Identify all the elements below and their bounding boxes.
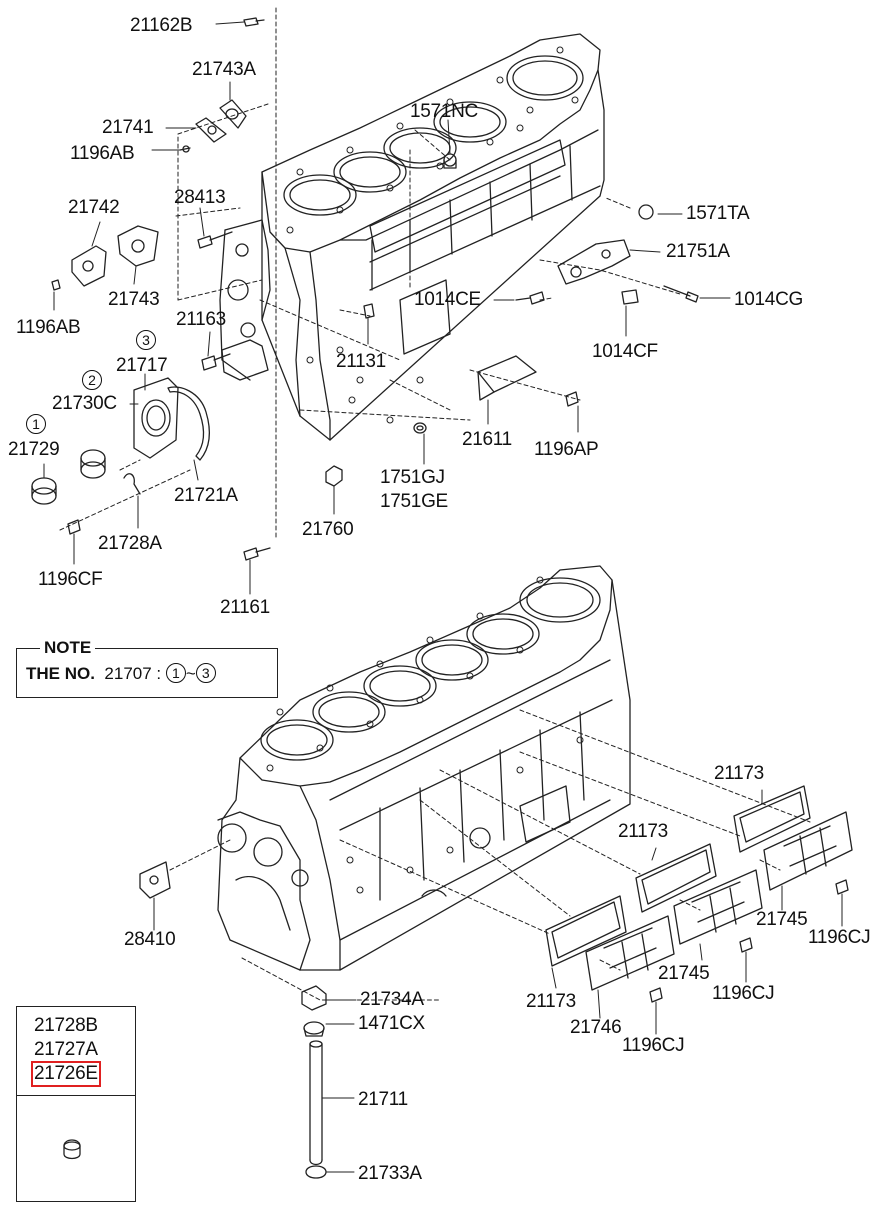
part-label-21173-bottom[interactable]: 21173 — [526, 991, 576, 1012]
part-label-21745-right[interactable]: 21745 — [756, 909, 808, 930]
part-label-21711[interactable]: 21711 — [358, 1089, 408, 1110]
part-label-21162b[interactable]: 21162B — [130, 15, 193, 36]
part-label-1196cj-bottom[interactable]: 1196CJ — [622, 1035, 685, 1056]
part-label-21173-mid[interactable]: 21173 — [618, 821, 668, 842]
note-box — [16, 648, 278, 698]
part-label-1196cf[interactable]: 1196CF — [38, 569, 103, 590]
part-label-21721a[interactable]: 21721A — [174, 485, 238, 506]
part-label-21742[interactable]: 21742 — [68, 197, 120, 218]
part-label-21746[interactable]: 21746 — [570, 1017, 622, 1038]
part-label-21743[interactable]: 21743 — [108, 289, 160, 310]
part-label-21745-mid[interactable]: 21745 — [658, 963, 710, 984]
callout-circle-2: 2 — [82, 370, 102, 390]
part-label-21743a[interactable]: 21743A — [192, 59, 256, 80]
part-label-1196cj-right[interactable]: 1196CJ — [808, 927, 871, 948]
part-label-1014cf[interactable]: 1014CF — [592, 341, 658, 362]
legend-divider — [17, 1095, 135, 1096]
callout-circle-1: 1 — [26, 414, 46, 434]
part-label-21729[interactable]: 21729 — [8, 439, 60, 460]
part-label-21611[interactable]: 21611 — [462, 429, 512, 450]
note-tilde: ~ — [185, 664, 196, 683]
part-label-21734a[interactable]: 21734A — [360, 989, 424, 1010]
lower-cylinder-block — [217, 565, 631, 971]
part-label-1196ab-top[interactable]: 1196AB — [70, 143, 135, 164]
side-cover-gaskets — [545, 785, 853, 1003]
part-label-1571nc[interactable]: 1571NC — [410, 101, 478, 122]
part-label-1196ap[interactable]: 1196AP — [534, 439, 599, 460]
part-label-21173-top[interactable]: 21173 — [714, 763, 764, 784]
legend-item-21727a[interactable]: 21727A — [34, 1039, 98, 1060]
part-label-28413[interactable]: 28413 — [174, 187, 226, 208]
note-circle-from: 1 — [165, 663, 186, 683]
part-label-1014ce[interactable]: 1014CE — [414, 289, 481, 310]
part-label-21733a[interactable]: 21733A — [358, 1163, 422, 1184]
note-prefix: THE NO. — [26, 664, 95, 683]
part-label-21131[interactable]: 21131 — [336, 351, 386, 372]
legend-item-21728b[interactable]: 21728B — [34, 1015, 98, 1036]
part-label-21161[interactable]: 21161 — [220, 597, 270, 618]
part-label-21717[interactable]: 21717 — [116, 355, 168, 376]
part-label-21728a[interactable]: 21728A — [98, 533, 162, 554]
note-colon: : — [156, 664, 162, 683]
part-label-21730c[interactable]: 21730C — [52, 393, 117, 414]
part-label-1196ab[interactable]: 1196AB — [16, 317, 81, 338]
dipstick-parts — [301, 985, 327, 1179]
note-part-number[interactable]: 21707 — [104, 664, 152, 683]
note-text: THE NO. 21707 : 1~3 — [26, 663, 216, 684]
legend-item-21726e-highlighted[interactable]: 21726E — [31, 1061, 101, 1087]
upper-small-parts — [31, 17, 699, 561]
upper-cylinder-block — [219, 33, 605, 441]
part-label-1471cx[interactable]: 1471CX — [358, 1013, 425, 1034]
part-label-21163[interactable]: 21163 — [176, 309, 226, 330]
part-label-21760[interactable]: 21760 — [302, 519, 354, 540]
legend-box — [16, 1006, 136, 1202]
note-circle-to: 3 — [195, 663, 216, 683]
part-label-21751a[interactable]: 21751A — [666, 241, 730, 262]
part-label-1751gj[interactable]: 1751GJ — [380, 467, 445, 488]
part-label-28410[interactable]: 28410 — [124, 929, 176, 950]
part-label-1751ge[interactable]: 1751GE — [380, 491, 448, 512]
part-label-21741[interactable]: 21741 — [102, 117, 154, 138]
part-label-1014cg[interactable]: 1014CG — [734, 289, 803, 310]
part-label-1571ta[interactable]: 1571TA — [686, 203, 750, 224]
note-title: NOTE — [40, 638, 96, 658]
part-label-1196cj-mid[interactable]: 1196CJ — [712, 983, 775, 1004]
callout-circle-3: 3 — [136, 330, 156, 350]
